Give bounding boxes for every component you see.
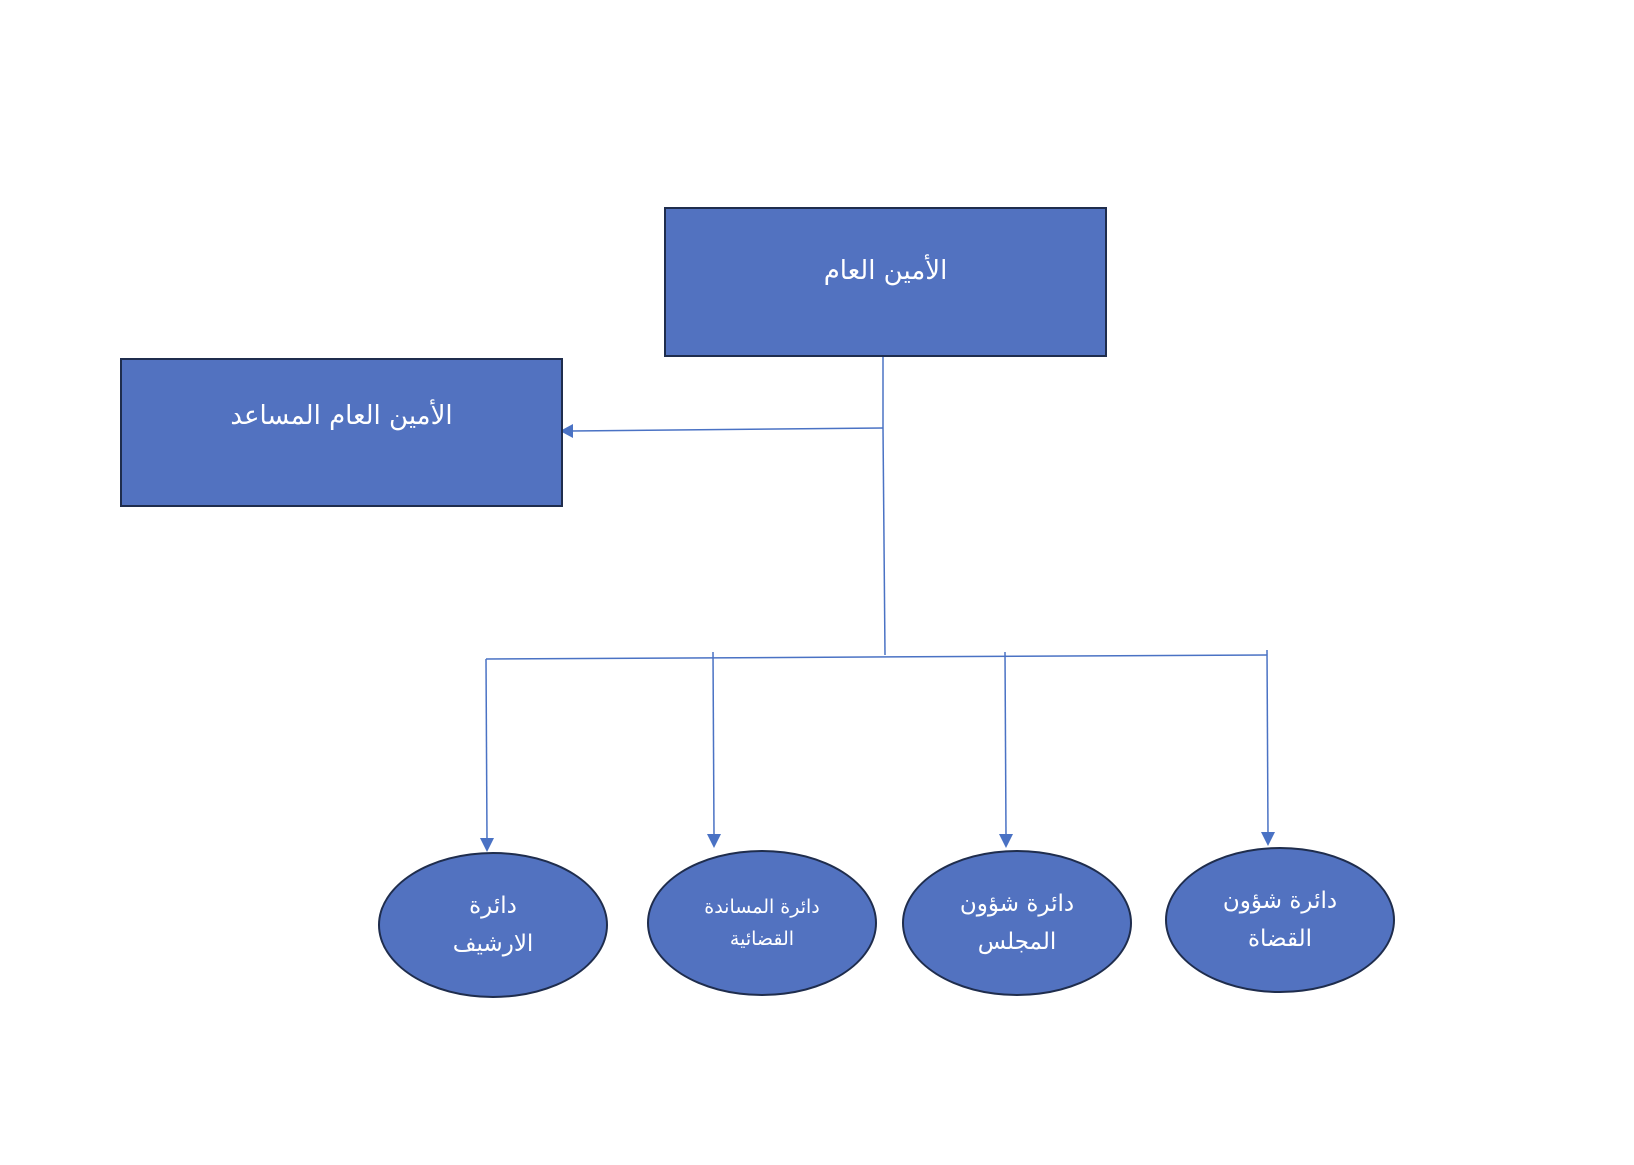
arrowhead-to-assistant bbox=[560, 424, 573, 438]
judges-affairs-department-line2: القضاة bbox=[1247, 926, 1313, 952]
judicial-support-department-ellipse: دائرة المساندة القضائية bbox=[647, 850, 877, 996]
connector-to-assistant bbox=[570, 427, 884, 432]
arrowhead-to-judges-affairs bbox=[1261, 832, 1275, 846]
arrowhead-to-judicial-support bbox=[707, 834, 721, 848]
judges-affairs-department-ellipse: دائرة شؤون القضاة bbox=[1165, 847, 1395, 993]
connector-to-judges-affairs bbox=[1266, 649, 1269, 834]
secretary-general-label: الأمين العام bbox=[823, 256, 948, 286]
archive-department-ellipse: دائرة الارشيف bbox=[378, 852, 608, 998]
judges-affairs-department-line1: دائرة شؤون bbox=[1222, 888, 1338, 914]
council-affairs-department-line2: المجلس bbox=[977, 929, 1057, 955]
assistant-secretary-general-label: الأمين العام المساعد bbox=[230, 401, 453, 431]
arrowhead-to-archive bbox=[480, 838, 494, 852]
council-affairs-department-line1: دائرة شؤون bbox=[959, 891, 1075, 917]
connector-horizontal-bus bbox=[485, 654, 1268, 660]
secretary-general-box: الأمين العام bbox=[664, 207, 1107, 357]
connector-trunk-lower bbox=[882, 427, 886, 656]
connector-to-judicial-support bbox=[712, 651, 715, 836]
archive-department-line1: دائرة bbox=[469, 893, 517, 919]
connector-to-archive bbox=[485, 658, 488, 841]
judicial-support-department-line1: دائرة المساندة bbox=[704, 896, 820, 918]
arrowhead-to-council-affairs bbox=[999, 834, 1013, 848]
council-affairs-department-ellipse: دائرة شؤون المجلس bbox=[902, 850, 1132, 996]
connector-to-council-affairs bbox=[1004, 651, 1007, 836]
archive-department-line2: الارشيف bbox=[452, 931, 534, 957]
judicial-support-department-line2: القضائية bbox=[729, 928, 795, 950]
assistant-secretary-general-box: الأمين العام المساعد bbox=[120, 358, 563, 507]
